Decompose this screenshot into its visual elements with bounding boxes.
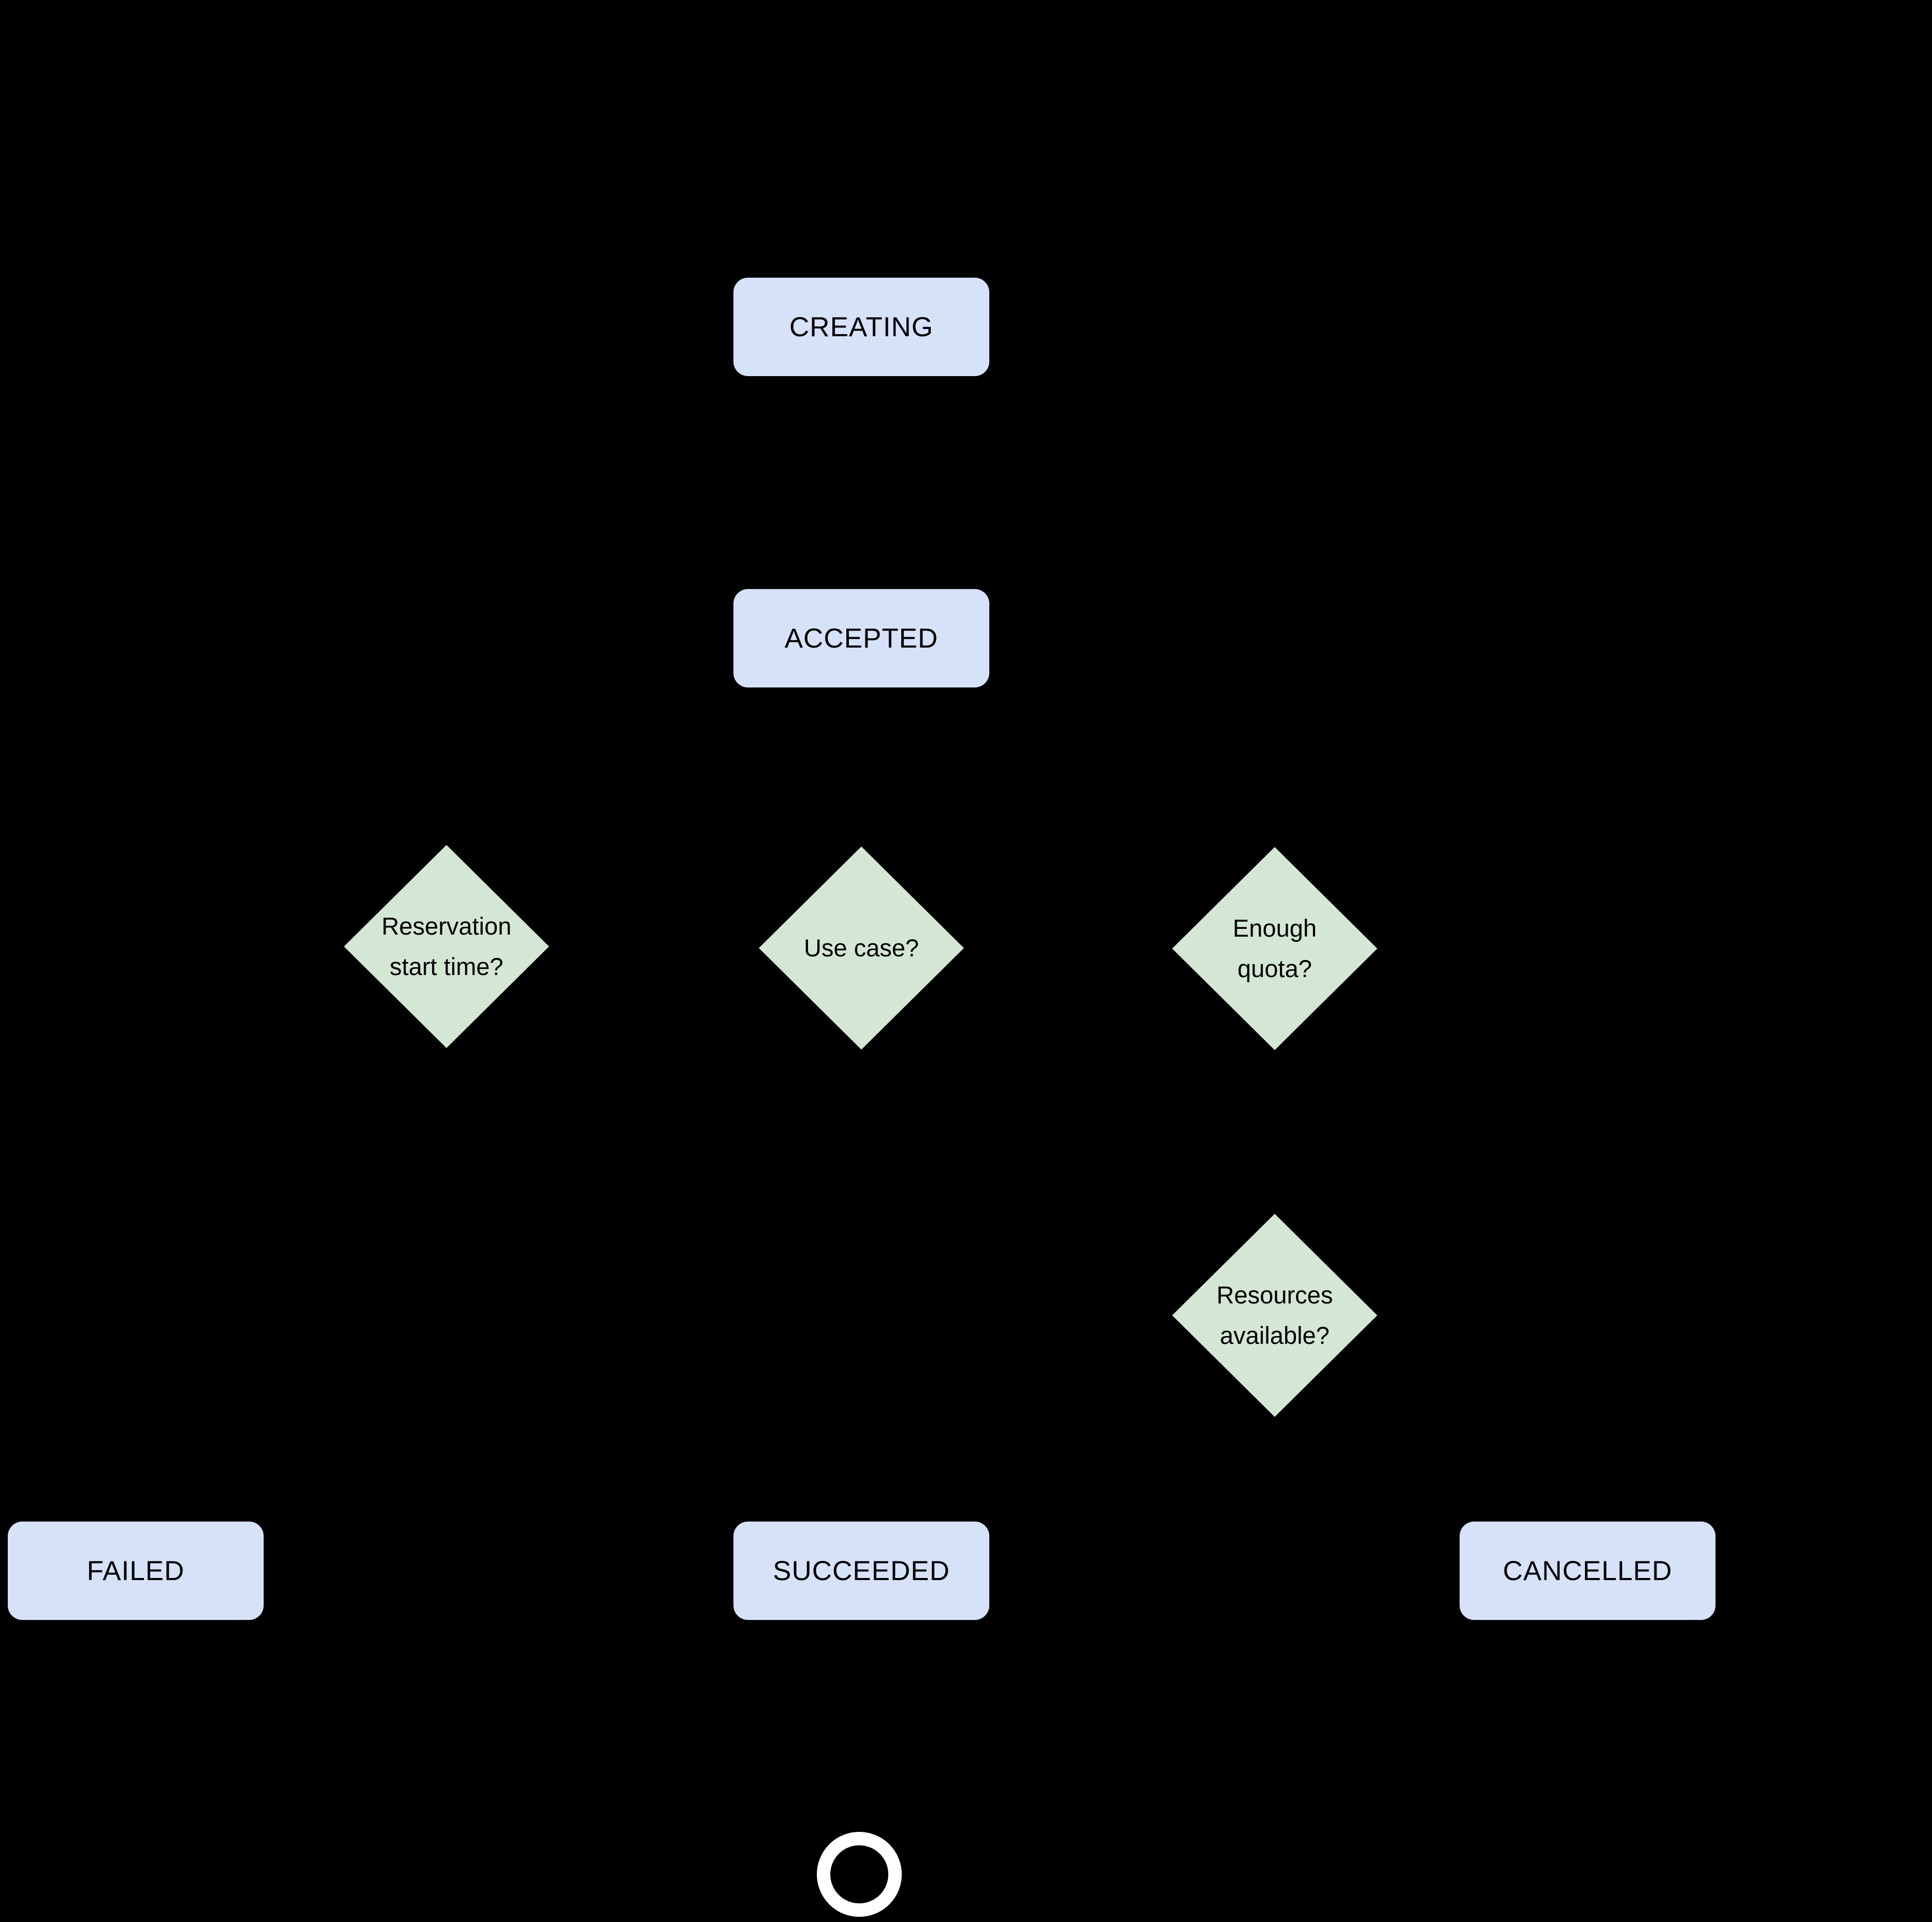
state-box-cancelled: CANCELLED: [1460, 1522, 1715, 1620]
state-label-failed: FAILED: [86, 1555, 185, 1586]
decision-label-line1: Reservation: [381, 912, 512, 940]
state-label-succeeded: SUCCEEDED: [773, 1555, 950, 1586]
state-label-accepted: ACCEPTED: [784, 623, 939, 654]
decision-diamond-reservation-start-time: Reservation start time?: [344, 845, 549, 1048]
end-state-circle-icon: [817, 1832, 902, 1917]
state-box-succeeded: SUCCEEDED: [733, 1522, 989, 1620]
decision-label-line2: start time?: [390, 953, 503, 980]
state-box-creating: CREATING: [733, 278, 989, 376]
decision-diamond-resources-available: Resources available?: [1172, 1214, 1377, 1417]
state-box-accepted: ACCEPTED: [733, 589, 989, 687]
decision-diamond-use-case: Use case?: [759, 847, 964, 1050]
state-label-cancelled: CANCELLED: [1503, 1555, 1673, 1586]
state-label-creating: CREATING: [789, 311, 933, 342]
decision-label-line2: available?: [1220, 1322, 1330, 1349]
state-box-failed: FAILED: [8, 1522, 264, 1620]
decision-label-line1: Use case?: [803, 934, 919, 962]
decision-label-line1: Resources: [1216, 1281, 1333, 1309]
decision-label-line2: quota?: [1237, 955, 1312, 982]
decision-label-line1: Enough: [1232, 914, 1317, 942]
decision-diamond-enough-quota: Enough quota?: [1172, 847, 1377, 1050]
